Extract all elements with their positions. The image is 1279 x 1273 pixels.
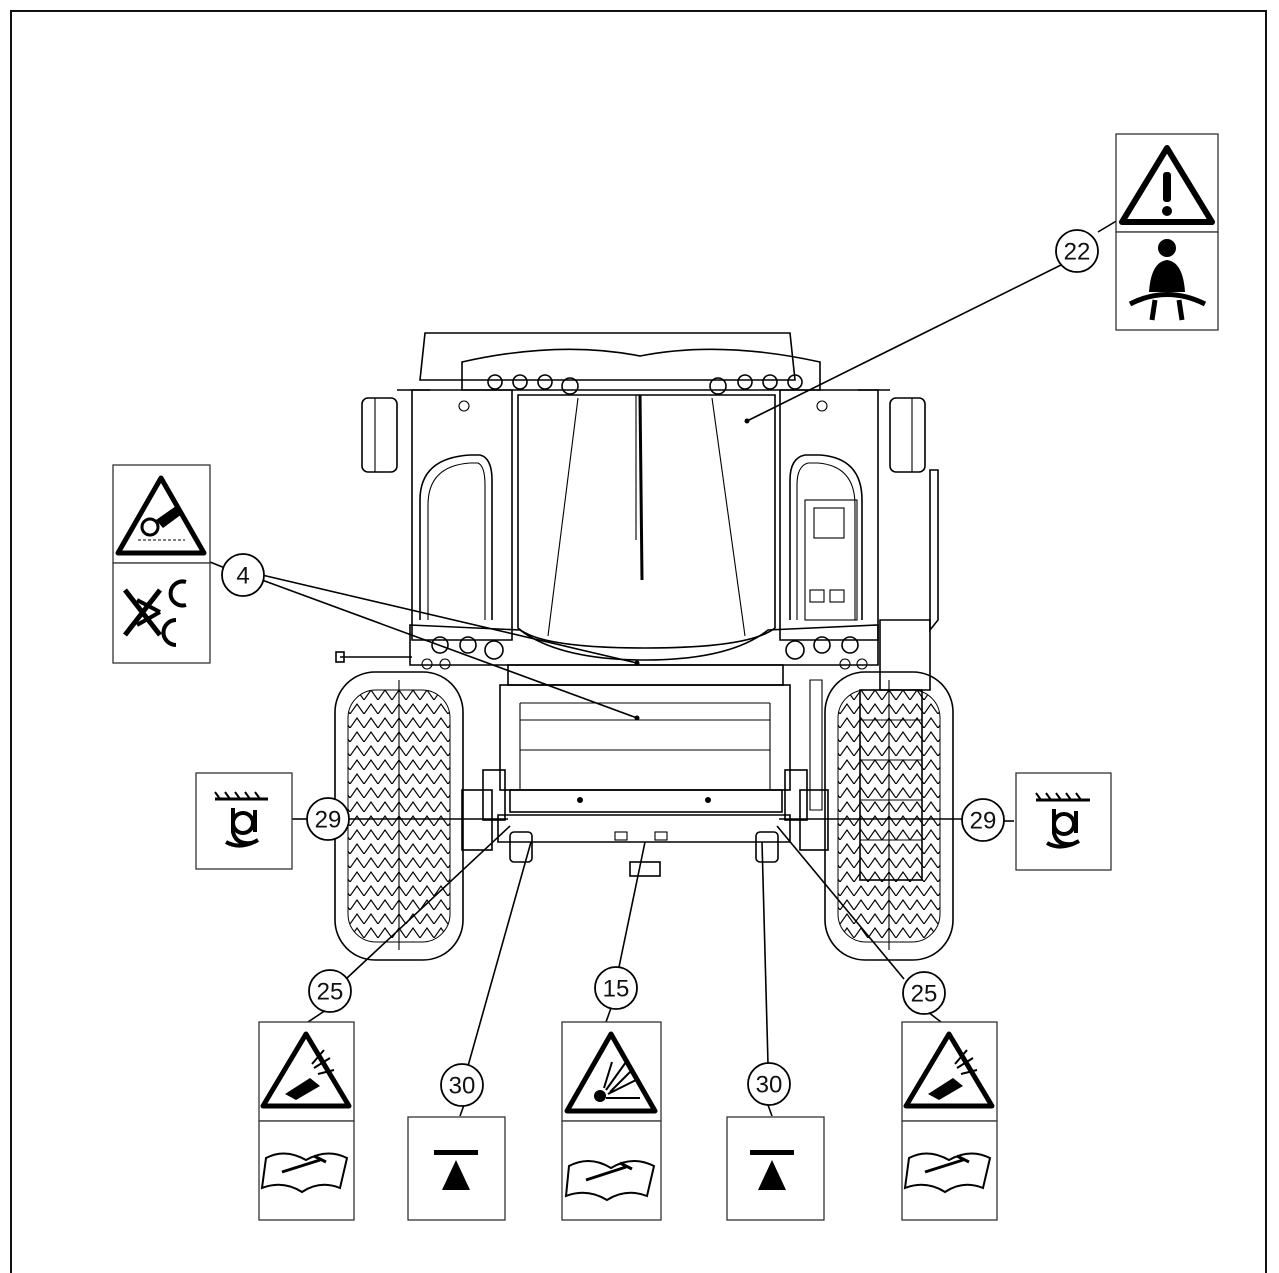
right-mirror bbox=[889, 397, 926, 473]
high-pressure-fluid-warning-icon bbox=[903, 1031, 995, 1109]
leader-lines bbox=[209, 219, 1119, 1117]
read-manual-icon bbox=[903, 1152, 992, 1194]
callout-4: 4 bbox=[221, 553, 265, 597]
cab bbox=[411, 389, 879, 649]
callout-25-right: 25 bbox=[902, 971, 946, 1015]
callout-29-right: 29 bbox=[961, 798, 1005, 842]
callout-25-left: 25 bbox=[308, 969, 352, 1013]
decal-15 bbox=[561, 1021, 662, 1221]
explosion-warning-icon bbox=[564, 1031, 658, 1114]
cab-roof bbox=[419, 332, 828, 412]
jack-point-icon bbox=[750, 1150, 794, 1190]
svg-text:15: 15 bbox=[603, 976, 630, 1003]
callout-22: 22 bbox=[1055, 229, 1099, 273]
left-tire bbox=[334, 671, 464, 961]
high-pressure-fluid-warning-icon bbox=[260, 1031, 352, 1109]
svg-text:4: 4 bbox=[236, 563, 249, 590]
callout-15: 15 bbox=[594, 966, 638, 1010]
lamp-bar bbox=[409, 624, 879, 670]
lifting-point-icon bbox=[1035, 792, 1090, 849]
read-manual-icon bbox=[564, 1160, 656, 1202]
right-tire bbox=[824, 671, 954, 961]
no-rotating-parts-icon bbox=[123, 579, 187, 647]
combine-machine bbox=[334, 332, 954, 961]
warning-icon bbox=[1119, 145, 1215, 225]
windshield bbox=[517, 394, 776, 649]
left-mirror bbox=[361, 397, 398, 473]
read-manual-icon bbox=[260, 1152, 349, 1194]
entanglement-warning-icon bbox=[115, 475, 207, 556]
callout-30-right: 30 bbox=[747, 1062, 791, 1106]
svg-text:22: 22 bbox=[1064, 239, 1091, 266]
decal-29-left bbox=[195, 772, 293, 870]
svg-text:29: 29 bbox=[315, 807, 342, 834]
svg-text:25: 25 bbox=[317, 979, 344, 1006]
seatbelt-operator-icon bbox=[1128, 239, 1207, 321]
callout-29-left: 29 bbox=[306, 797, 350, 841]
decal-25-right bbox=[901, 1021, 998, 1221]
decal-25-left bbox=[258, 1021, 355, 1221]
jack-point-icon bbox=[434, 1150, 478, 1190]
decal-29-right bbox=[1015, 772, 1112, 871]
figure-frame bbox=[10, 10, 1267, 1273]
decal-30-left bbox=[407, 1116, 506, 1221]
svg-text:25: 25 bbox=[911, 981, 938, 1008]
right-steps bbox=[809, 469, 939, 881]
decal-4 bbox=[112, 464, 211, 664]
lifting-point-icon bbox=[214, 791, 268, 848]
svg-text:29: 29 bbox=[970, 808, 997, 835]
decal-22 bbox=[1115, 133, 1219, 331]
svg-text:30: 30 bbox=[449, 1073, 476, 1100]
callout-30-left: 30 bbox=[440, 1063, 484, 1107]
svg-text:30: 30 bbox=[756, 1072, 783, 1099]
decal-30-right bbox=[726, 1116, 825, 1221]
feeder-house bbox=[461, 664, 829, 877]
